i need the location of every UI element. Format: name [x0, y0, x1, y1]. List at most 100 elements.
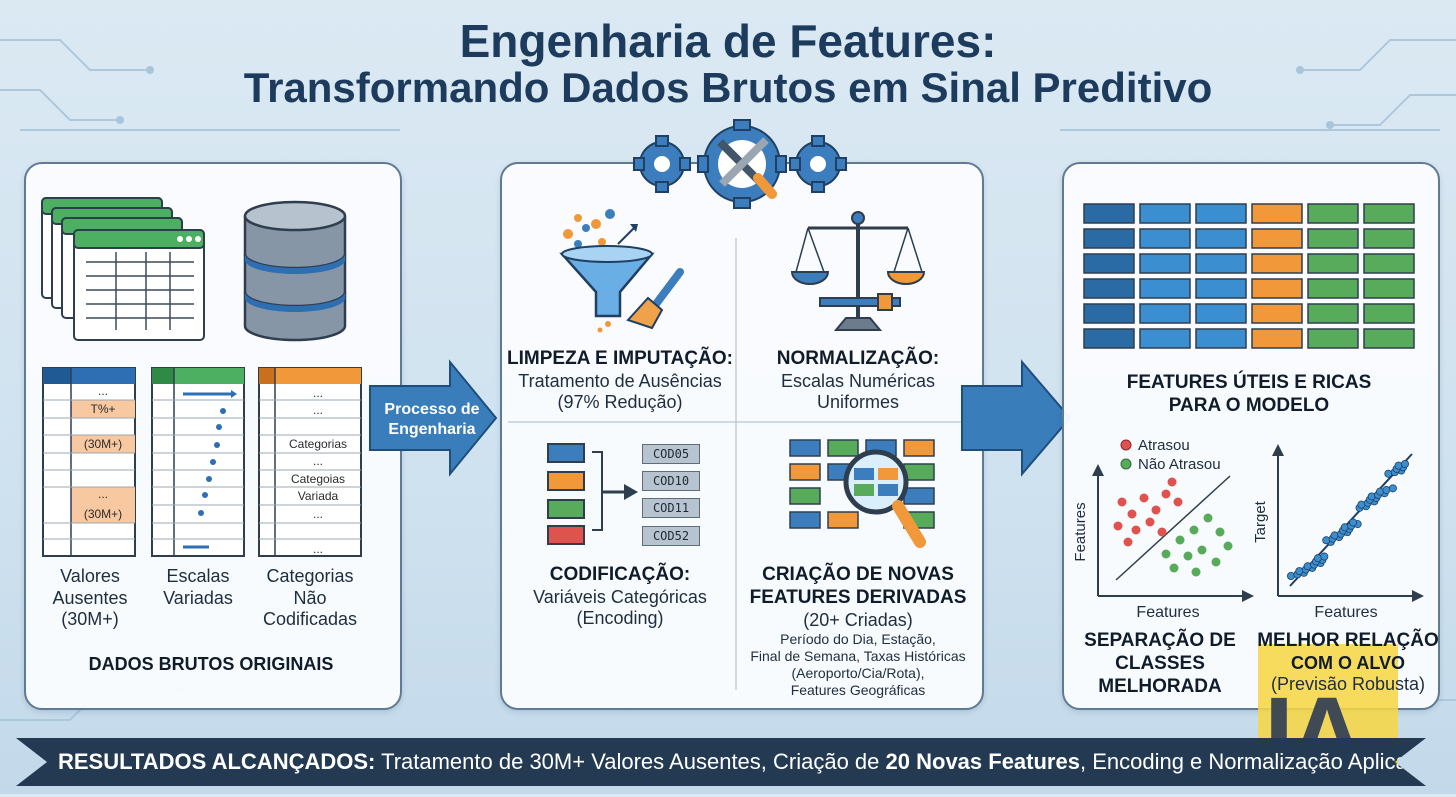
derived-features-section: CRIAÇÃO DE NOVAS FEATURES DERIVADAS (20+…	[742, 564, 974, 698]
regression-point	[1382, 485, 1391, 494]
regression-point	[1349, 518, 1358, 527]
missing-values-table: ... T%+ (30M+) ... (30M+)	[42, 367, 136, 557]
table1-cell: (30M+)	[84, 437, 122, 451]
table3-cell: Variada	[298, 489, 339, 503]
matrix-cell	[1083, 253, 1135, 274]
regression-point	[1320, 552, 1329, 561]
matrix-cell	[1363, 303, 1415, 324]
table1-cell: ...	[98, 384, 108, 398]
scatter-point-green	[1191, 567, 1201, 577]
matrix-cell	[1251, 278, 1303, 299]
table3-cell: ...	[313, 454, 323, 468]
scatter-point-green	[1183, 551, 1193, 561]
scatter-point-green	[1203, 513, 1213, 523]
table3-cell: Categoias	[291, 472, 345, 486]
legend-red: Atrasou	[1138, 437, 1190, 454]
matrix-cell	[1307, 203, 1359, 224]
code-chip: COD52	[642, 526, 700, 546]
scatter-point-red	[1167, 477, 1177, 487]
target-relation-caption: MELHOR RELAÇÃO COM O ALVO (Previsão Robu…	[1257, 630, 1439, 695]
scatter-point-green	[1215, 527, 1225, 537]
matrix-cell	[1195, 228, 1247, 249]
features-title: FEATURES ÚTEIS E RICAS PARA O MODELO	[1126, 372, 1372, 416]
scatter-point-green	[1169, 563, 1179, 573]
table3-cell: ...	[313, 386, 323, 400]
regression-point	[1313, 554, 1322, 563]
matrix-cell	[1083, 278, 1135, 299]
regression-point	[1388, 484, 1397, 493]
class-separation-caption: SEPARAÇÃO DE CLASSES MELHORADA	[1084, 630, 1236, 697]
scatter-point-green	[1223, 541, 1233, 551]
matrix-cell	[1363, 228, 1415, 249]
encoding-title: CODIFICAÇÃO:	[549, 564, 691, 585]
normalization-section: NORMALIZAÇÃO: Escalas Numéricas Uniforme…	[742, 348, 974, 414]
scatter-point-red	[1173, 497, 1183, 507]
page-title: Engenharia de Features:	[459, 15, 997, 67]
regression-point	[1303, 562, 1312, 571]
matrix-cell	[1083, 303, 1135, 324]
results-banner-text: RESULTADOS ALCANÇADOS: Tratamento de 30M…	[58, 749, 1450, 774]
legend-green: Não Atrasou	[1138, 456, 1221, 473]
matrix-cell	[1307, 278, 1359, 299]
regression-point	[1322, 536, 1331, 545]
matrix-cell	[1251, 203, 1303, 224]
cleaning-section: LIMPEZA E IMPUTAÇÃO: Tratamento de Ausên…	[507, 348, 733, 413]
matrix-cell	[1251, 228, 1303, 249]
scatter-point-green	[1197, 545, 1207, 555]
table3-cell: Categorias	[289, 437, 347, 451]
matrix-cell	[1195, 328, 1247, 349]
matrix-cell	[1307, 228, 1359, 249]
matrix-cell	[1139, 253, 1191, 274]
table1-cell: ...	[98, 487, 108, 501]
matrix-cell	[1083, 228, 1135, 249]
table3-cell: ...	[313, 403, 323, 417]
matrix-cell	[1363, 203, 1415, 224]
scatter-point-red	[1151, 505, 1161, 515]
code-chip: COD11	[642, 498, 700, 518]
scatter-point-green	[1189, 525, 1199, 535]
encoding-icon	[547, 443, 638, 545]
regression-point	[1357, 500, 1366, 509]
regression-point	[1287, 571, 1296, 580]
regression-point	[1394, 461, 1403, 470]
matrix-cell	[1363, 278, 1415, 299]
target-relation-scatter: Target Features	[1252, 444, 1424, 621]
quadrant-dividers	[508, 238, 970, 690]
matrix-cell	[1083, 203, 1135, 224]
table1-cell: T%+	[90, 402, 115, 416]
regression-point	[1376, 487, 1385, 496]
code-chip: COD10	[642, 471, 700, 491]
regression-point	[1367, 492, 1376, 501]
categories-table: ... ... Categorias ... Categoias Variada…	[258, 367, 362, 557]
feature-matrix	[1083, 203, 1415, 349]
table1-cell: (30M+)	[84, 507, 122, 521]
scatter-point-red	[1139, 493, 1149, 503]
scatter-point-red	[1131, 525, 1141, 535]
matrix-cell	[1195, 203, 1247, 224]
cleaning-title: LIMPEZA E IMPUTAÇÃO:	[507, 348, 733, 369]
scatter-point-red	[1123, 537, 1133, 547]
table3-cell: ...	[313, 542, 323, 556]
matrix-cell	[1195, 253, 1247, 274]
banner-lead: RESULTADOS ALCANÇADOS:	[58, 749, 376, 774]
encoding-section: CODIFICAÇÃO: Variáveis Categóricas (Enco…	[506, 564, 734, 630]
regression-xlabel: Features	[1314, 604, 1377, 621]
matrix-cell	[1139, 303, 1191, 324]
matrix-cell	[1083, 328, 1135, 349]
regression-point	[1340, 523, 1349, 532]
scatter-point-green	[1175, 535, 1185, 545]
matrix-cell	[1139, 328, 1191, 349]
magnifier-grid-icon	[789, 439, 935, 548]
matrix-cell	[1307, 328, 1359, 349]
scatter-point-green	[1211, 557, 1221, 567]
regression-point	[1400, 459, 1409, 468]
matrix-cell	[1363, 328, 1415, 349]
scatter-xlabel: Features	[1136, 604, 1199, 621]
scatter-point-red	[1145, 517, 1155, 527]
normalization-title: NORMALIZAÇÃO:	[776, 348, 940, 369]
derived-title: CRIAÇÃO DE NOVAS	[762, 564, 954, 585]
code-chip: COD05	[642, 444, 700, 464]
varied-scales-table	[151, 367, 245, 557]
results-banner: RESULTADOS ALCANÇADOS: Tratamento de 30M…	[16, 738, 1426, 786]
